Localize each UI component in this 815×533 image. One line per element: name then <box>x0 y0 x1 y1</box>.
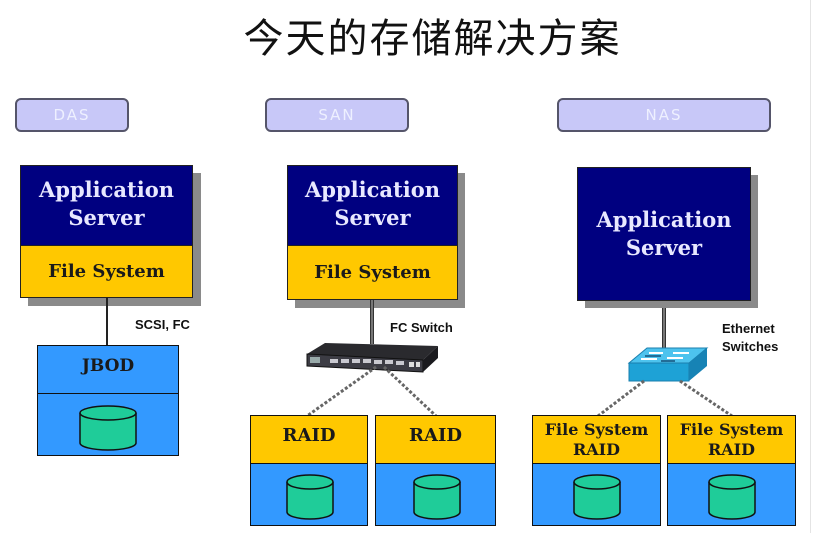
nas-link-label-2: Switches <box>722 339 779 354</box>
das-link-label: SCSI, FC <box>135 317 190 332</box>
tab-das[interactable]: DAS <box>15 98 129 132</box>
das-scsi-link <box>106 298 108 345</box>
san-server-line1: Application <box>305 177 440 202</box>
das-server-line2: Server <box>68 205 145 230</box>
disk-icon <box>413 474 461 520</box>
san-raid-1: RAID <box>250 415 368 526</box>
san-fc-cables <box>306 365 438 418</box>
das-server-line1: Application <box>39 177 174 202</box>
slide-edge-divider <box>810 0 811 533</box>
nas-raid-2: File System RAID <box>667 415 796 526</box>
nas-server-line2: Server <box>625 235 703 260</box>
jbod-enclosure: JBOD <box>37 345 179 456</box>
nas-server-line1: Application <box>596 207 732 232</box>
tab-nas[interactable]: NAS <box>557 98 771 132</box>
ethernet-switch-icon <box>627 347 709 382</box>
das-file-system: File System <box>20 245 193 298</box>
nas-raid-label-line2: RAID <box>707 440 756 459</box>
nas-raid-label-line1: File System <box>679 420 784 439</box>
disk-icon <box>573 474 621 520</box>
san-link-label: FC Switch <box>390 320 453 335</box>
das-application-server: Application Server <box>20 165 193 246</box>
san-fc-link <box>370 300 374 344</box>
nas-raid-label-line2: RAID <box>572 440 621 459</box>
fc-switch-icon <box>306 343 438 373</box>
disk-icon <box>79 405 137 451</box>
jbod-label: JBOD <box>38 346 178 394</box>
tab-san[interactable]: SAN <box>265 98 409 132</box>
nas-raid-1: File System RAID <box>532 415 661 526</box>
san-application-server: Application Server <box>287 165 458 246</box>
nas-raid-label-line1: File System <box>544 420 649 439</box>
san-server-line2: Server <box>334 205 411 230</box>
nas-raid-label: File System RAID <box>668 416 795 464</box>
disk-icon <box>708 474 756 520</box>
nas-ethernet-link <box>662 308 666 348</box>
san-file-system: File System <box>287 245 458 300</box>
page-title: 今天的存储解决方案 <box>243 16 622 62</box>
san-raid-2: RAID <box>375 415 496 526</box>
nas-raid-label: File System RAID <box>533 416 660 464</box>
nas-application-server: Application Server <box>577 167 751 301</box>
raid-label: RAID <box>376 416 495 464</box>
raid-label: RAID <box>251 416 367 464</box>
disk-icon <box>286 474 334 520</box>
nas-link-label-1: Ethernet <box>722 321 775 336</box>
nas-ethernet-cables <box>597 379 733 418</box>
